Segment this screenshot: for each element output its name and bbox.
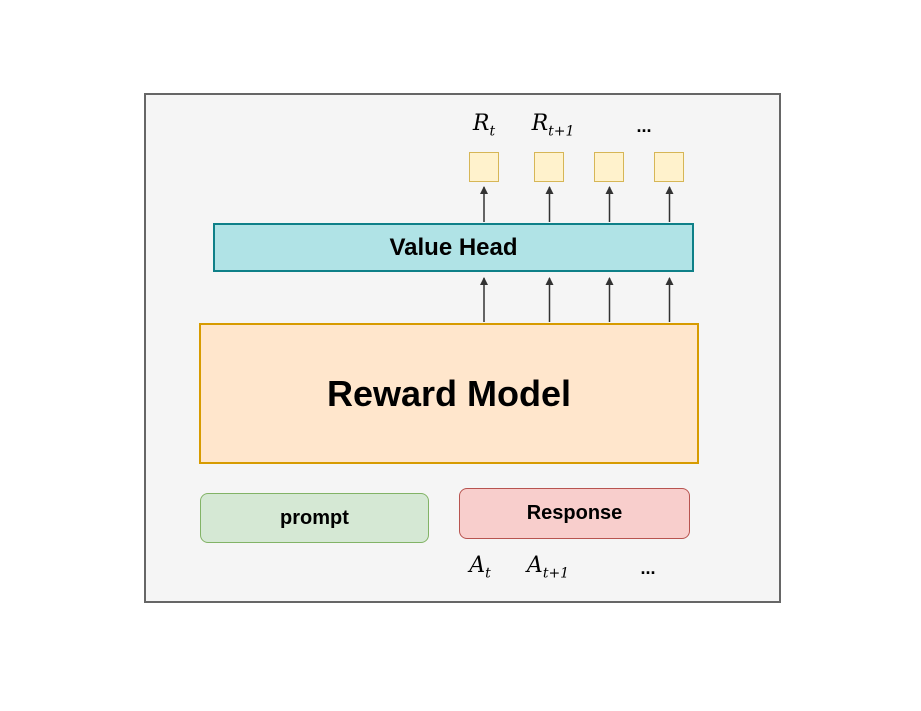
action-label-at: At (458, 553, 502, 581)
action-label-ellipsis: ... (640, 558, 656, 578)
reward-model-box: Reward Model (199, 323, 699, 464)
token-slot (594, 152, 624, 182)
reward-label-rt: Rt (462, 111, 506, 139)
label-base: A (526, 553, 543, 578)
label-base: R (472, 111, 490, 136)
token-slot (654, 152, 684, 182)
reward-model-label: Reward Model (326, 372, 572, 414)
value-head-box: Value Head (213, 223, 694, 272)
label-subscript: t (485, 565, 491, 582)
token-slot (534, 152, 564, 182)
prompt-box: prompt (200, 493, 429, 543)
response-box: Response (459, 488, 690, 539)
reward-label-rt1: Rt+1 (523, 111, 583, 139)
response-label: Response (526, 502, 623, 524)
prompt-label: prompt (280, 506, 349, 529)
label-subscript: t+1 (548, 123, 575, 140)
reward-label-ellipsis: ... (636, 116, 652, 136)
action-label-at1: At+1 (518, 553, 578, 581)
token-slot (469, 152, 499, 182)
label-base: R (531, 111, 549, 136)
label-base: A (469, 553, 486, 578)
label-subscript: t (489, 123, 496, 140)
value-head-label: Value Head (389, 233, 518, 261)
label-subscript: t+1 (542, 565, 570, 582)
